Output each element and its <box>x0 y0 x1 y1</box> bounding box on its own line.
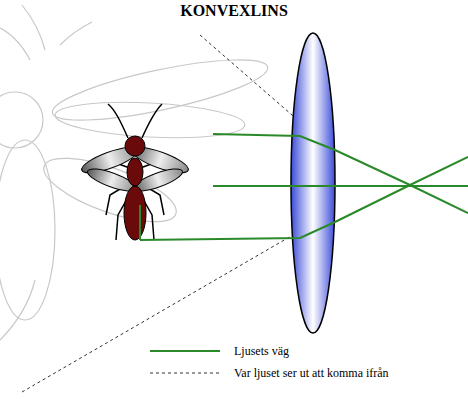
ant <box>79 104 191 240</box>
virtual-ray <box>22 35 330 392</box>
legend-sample <box>150 365 220 381</box>
legend-entry: Var ljuset ser ut att komma ifrån <box>150 365 391 381</box>
virtual-image <box>0 5 272 340</box>
legend-text: Var ljuset ser ut att komma ifrån <box>232 366 391 381</box>
virtual-ray-sample <box>150 373 220 374</box>
convex-lens <box>291 33 335 333</box>
ray-sample <box>150 350 220 352</box>
diagram-title: KONVEXLINS <box>0 2 468 20</box>
legend-sample <box>150 343 220 359</box>
legend-text: Ljusets väg <box>232 344 291 359</box>
legend-entry: Ljusets väg <box>150 343 291 359</box>
light-ray <box>140 134 468 240</box>
